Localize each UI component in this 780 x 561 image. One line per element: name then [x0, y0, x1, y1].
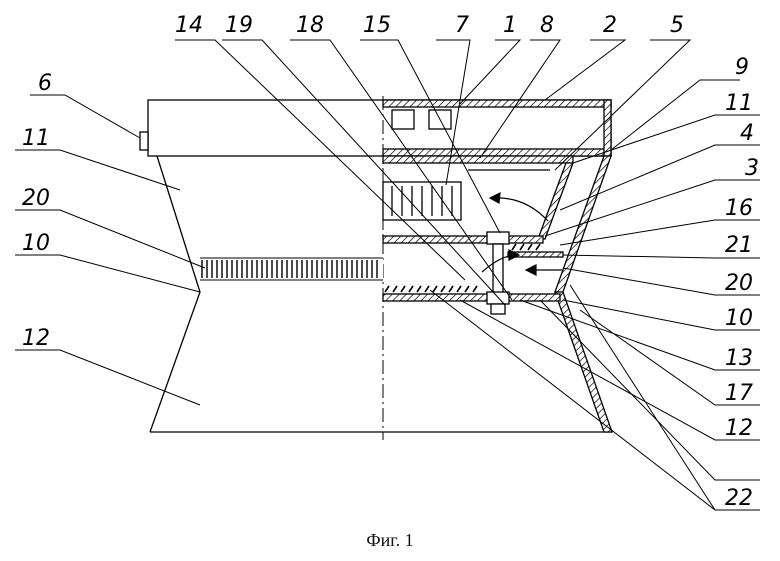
label-14: 14: [175, 13, 203, 38]
label-8: 8: [540, 13, 554, 38]
callout-labels: 14 19 18 15 7 1 8 2 5 9 11 4 3 16 21 20 …: [22, 13, 759, 511]
label-22: 22: [725, 486, 753, 511]
teeth-22: [385, 244, 540, 292]
label-6: 6: [38, 71, 52, 96]
label-12-right: 12: [725, 416, 753, 441]
label-2: 2: [603, 13, 617, 38]
label-7: 7: [455, 13, 469, 38]
label-13: 13: [725, 346, 753, 371]
body-left-profile: [150, 156, 200, 432]
label-20-left: 20: [22, 186, 50, 211]
label-17: 17: [725, 381, 753, 406]
label-11-left: 11: [22, 126, 50, 151]
label-10-right: 10: [725, 306, 753, 331]
label-11-right: 11: [725, 91, 753, 116]
label-5: 5: [670, 13, 684, 38]
label-16: 16: [725, 196, 753, 221]
label-15: 15: [363, 13, 391, 38]
bolt-tip-16: [491, 304, 505, 314]
label-10-left: 10: [22, 231, 50, 256]
label-20-right: 20: [725, 271, 753, 296]
label-9: 9: [735, 55, 749, 80]
housing-box: [148, 100, 611, 156]
label-19: 19: [225, 13, 253, 38]
housing-bottom-wall: [383, 149, 611, 156]
figure-caption: Фиг. 1: [0, 530, 780, 551]
label-21: 21: [725, 233, 753, 258]
bolt-head-16: [487, 232, 509, 244]
plate-3: [383, 236, 543, 243]
label-4: 4: [740, 121, 754, 146]
label-12-left: 12: [22, 326, 50, 351]
housing-right-wall: [604, 100, 611, 156]
chamber-wall-4: [538, 163, 573, 239]
plate-13: [383, 294, 560, 301]
connector-6: [140, 132, 148, 150]
label-1: 1: [503, 13, 517, 38]
housing-top-wall: [383, 100, 611, 107]
label-18: 18: [296, 13, 324, 38]
label-3: 3: [745, 156, 759, 181]
